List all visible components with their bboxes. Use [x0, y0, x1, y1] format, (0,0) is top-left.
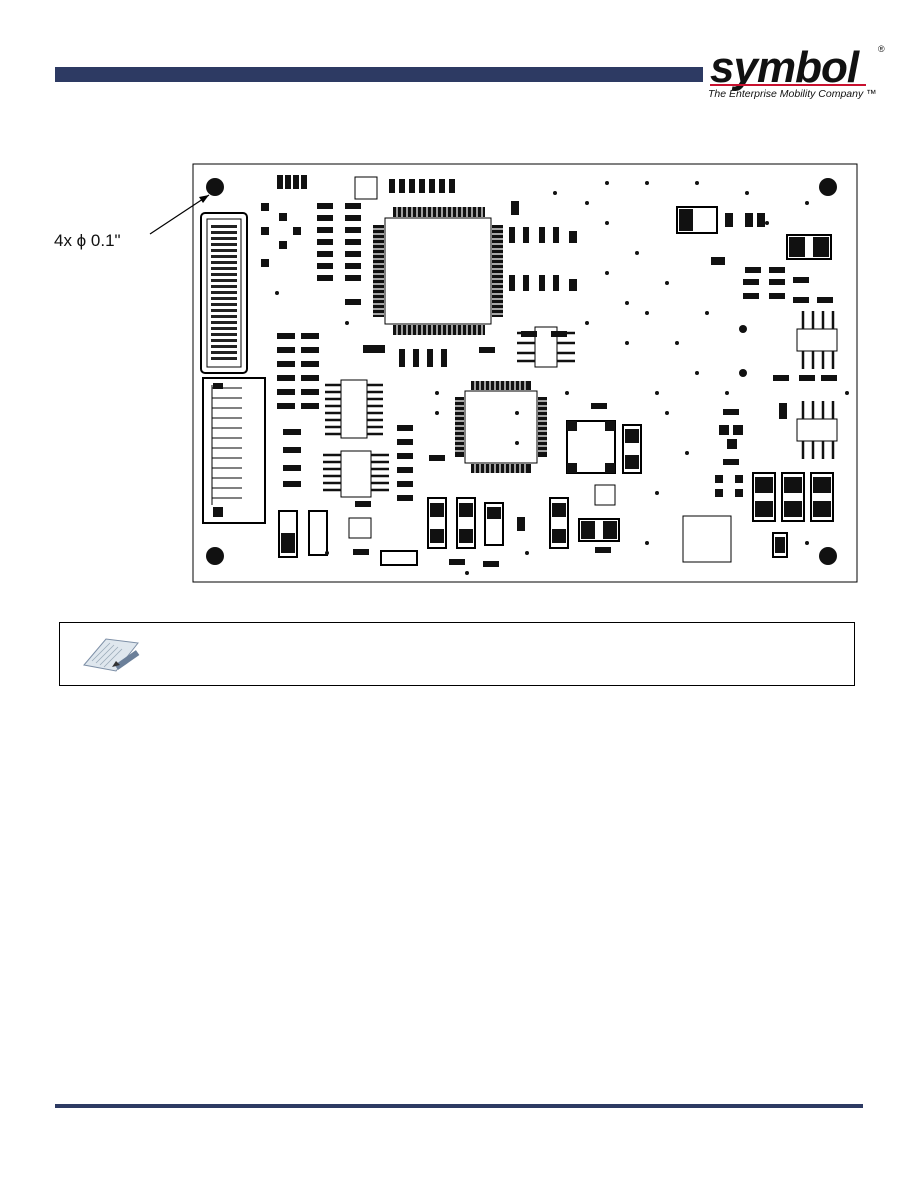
logo-tagline: The Enterprise Mobility Company ™	[708, 88, 877, 100]
mounting-hole	[206, 547, 224, 565]
note-box	[59, 622, 855, 686]
pcb-figure: 4x ϕ 0.1"	[47, 163, 859, 585]
logo-registered-mark: ®	[878, 44, 885, 54]
symbol-logo: symbol ® The Enterprise Mobility Company…	[706, 44, 886, 104]
ic-qfp-medium	[465, 391, 537, 463]
ic-qfp-large	[385, 218, 491, 324]
note-pencil-icon	[76, 635, 146, 675]
mounting-hole-callout: 4x ϕ 0.1"	[54, 231, 121, 251]
connector-j1-pins	[211, 225, 237, 360]
mounting-hole	[819, 178, 837, 196]
footer-bar	[55, 1104, 863, 1108]
mounting-hole	[206, 178, 224, 196]
mounting-hole	[819, 547, 837, 565]
logo-underline	[710, 84, 866, 86]
pcb-board-drawing	[47, 163, 859, 585]
header-bar	[55, 67, 703, 82]
